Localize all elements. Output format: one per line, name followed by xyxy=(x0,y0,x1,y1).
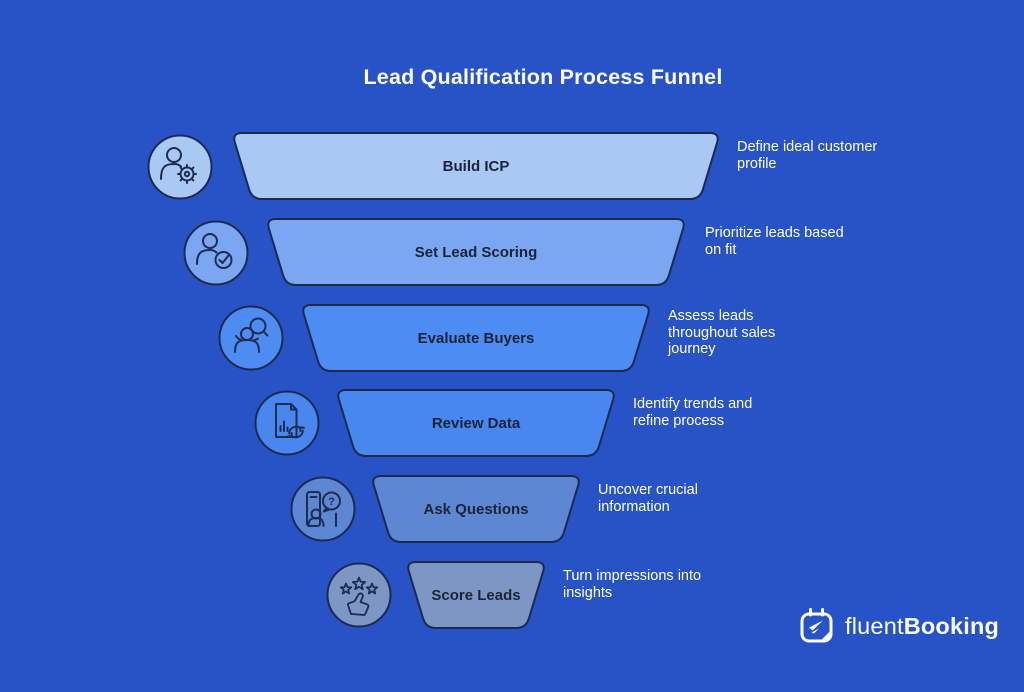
funnel-stage-shape xyxy=(372,475,580,543)
question-bubble-icon: ? xyxy=(290,476,356,542)
brand-word-bold: Booking xyxy=(903,612,1000,639)
funnel-stage-shape xyxy=(267,218,685,286)
stage-label: Review Data xyxy=(431,414,521,432)
user-check-icon xyxy=(183,220,249,286)
user-gear-icon xyxy=(147,134,213,200)
stage-label: Evaluate Buyers xyxy=(417,329,535,347)
brand-word-regular: fluent xyxy=(845,612,904,639)
stage-description: Uncover crucial information xyxy=(598,482,698,515)
page-title: Lead Qualification Process Funnel xyxy=(363,65,723,89)
stage-description: Assess leads throughout sales journey xyxy=(668,308,776,358)
svg-text:?: ? xyxy=(328,496,335,508)
document-refresh-icon xyxy=(254,390,320,456)
fluentbooking-logo-icon xyxy=(800,608,833,643)
stage-label: Set Lead Scoring xyxy=(414,243,538,261)
stage-label: Score Leads xyxy=(431,586,521,604)
stage-description: Turn impressions into insights xyxy=(563,568,702,601)
stage-label: Build ICP xyxy=(442,157,510,175)
stage-description: Identify trends and refine process xyxy=(633,396,753,429)
funnel-stage-shape xyxy=(233,132,719,200)
funnel-stage-shape xyxy=(407,561,545,629)
brand-logo: fluentBooking xyxy=(797,606,999,646)
funnel-stage-shape xyxy=(337,389,615,457)
stage-label: Ask Questions xyxy=(423,500,529,518)
stars-thumbs-up-icon xyxy=(326,562,392,628)
user-search-icon xyxy=(218,305,284,371)
stage-description: Define ideal customer profile xyxy=(737,139,878,172)
stage-description: Prioritize leads based on fit xyxy=(705,225,844,258)
funnel-stage-shape xyxy=(302,304,650,372)
brand-wordmark: fluentBooking xyxy=(845,613,999,640)
